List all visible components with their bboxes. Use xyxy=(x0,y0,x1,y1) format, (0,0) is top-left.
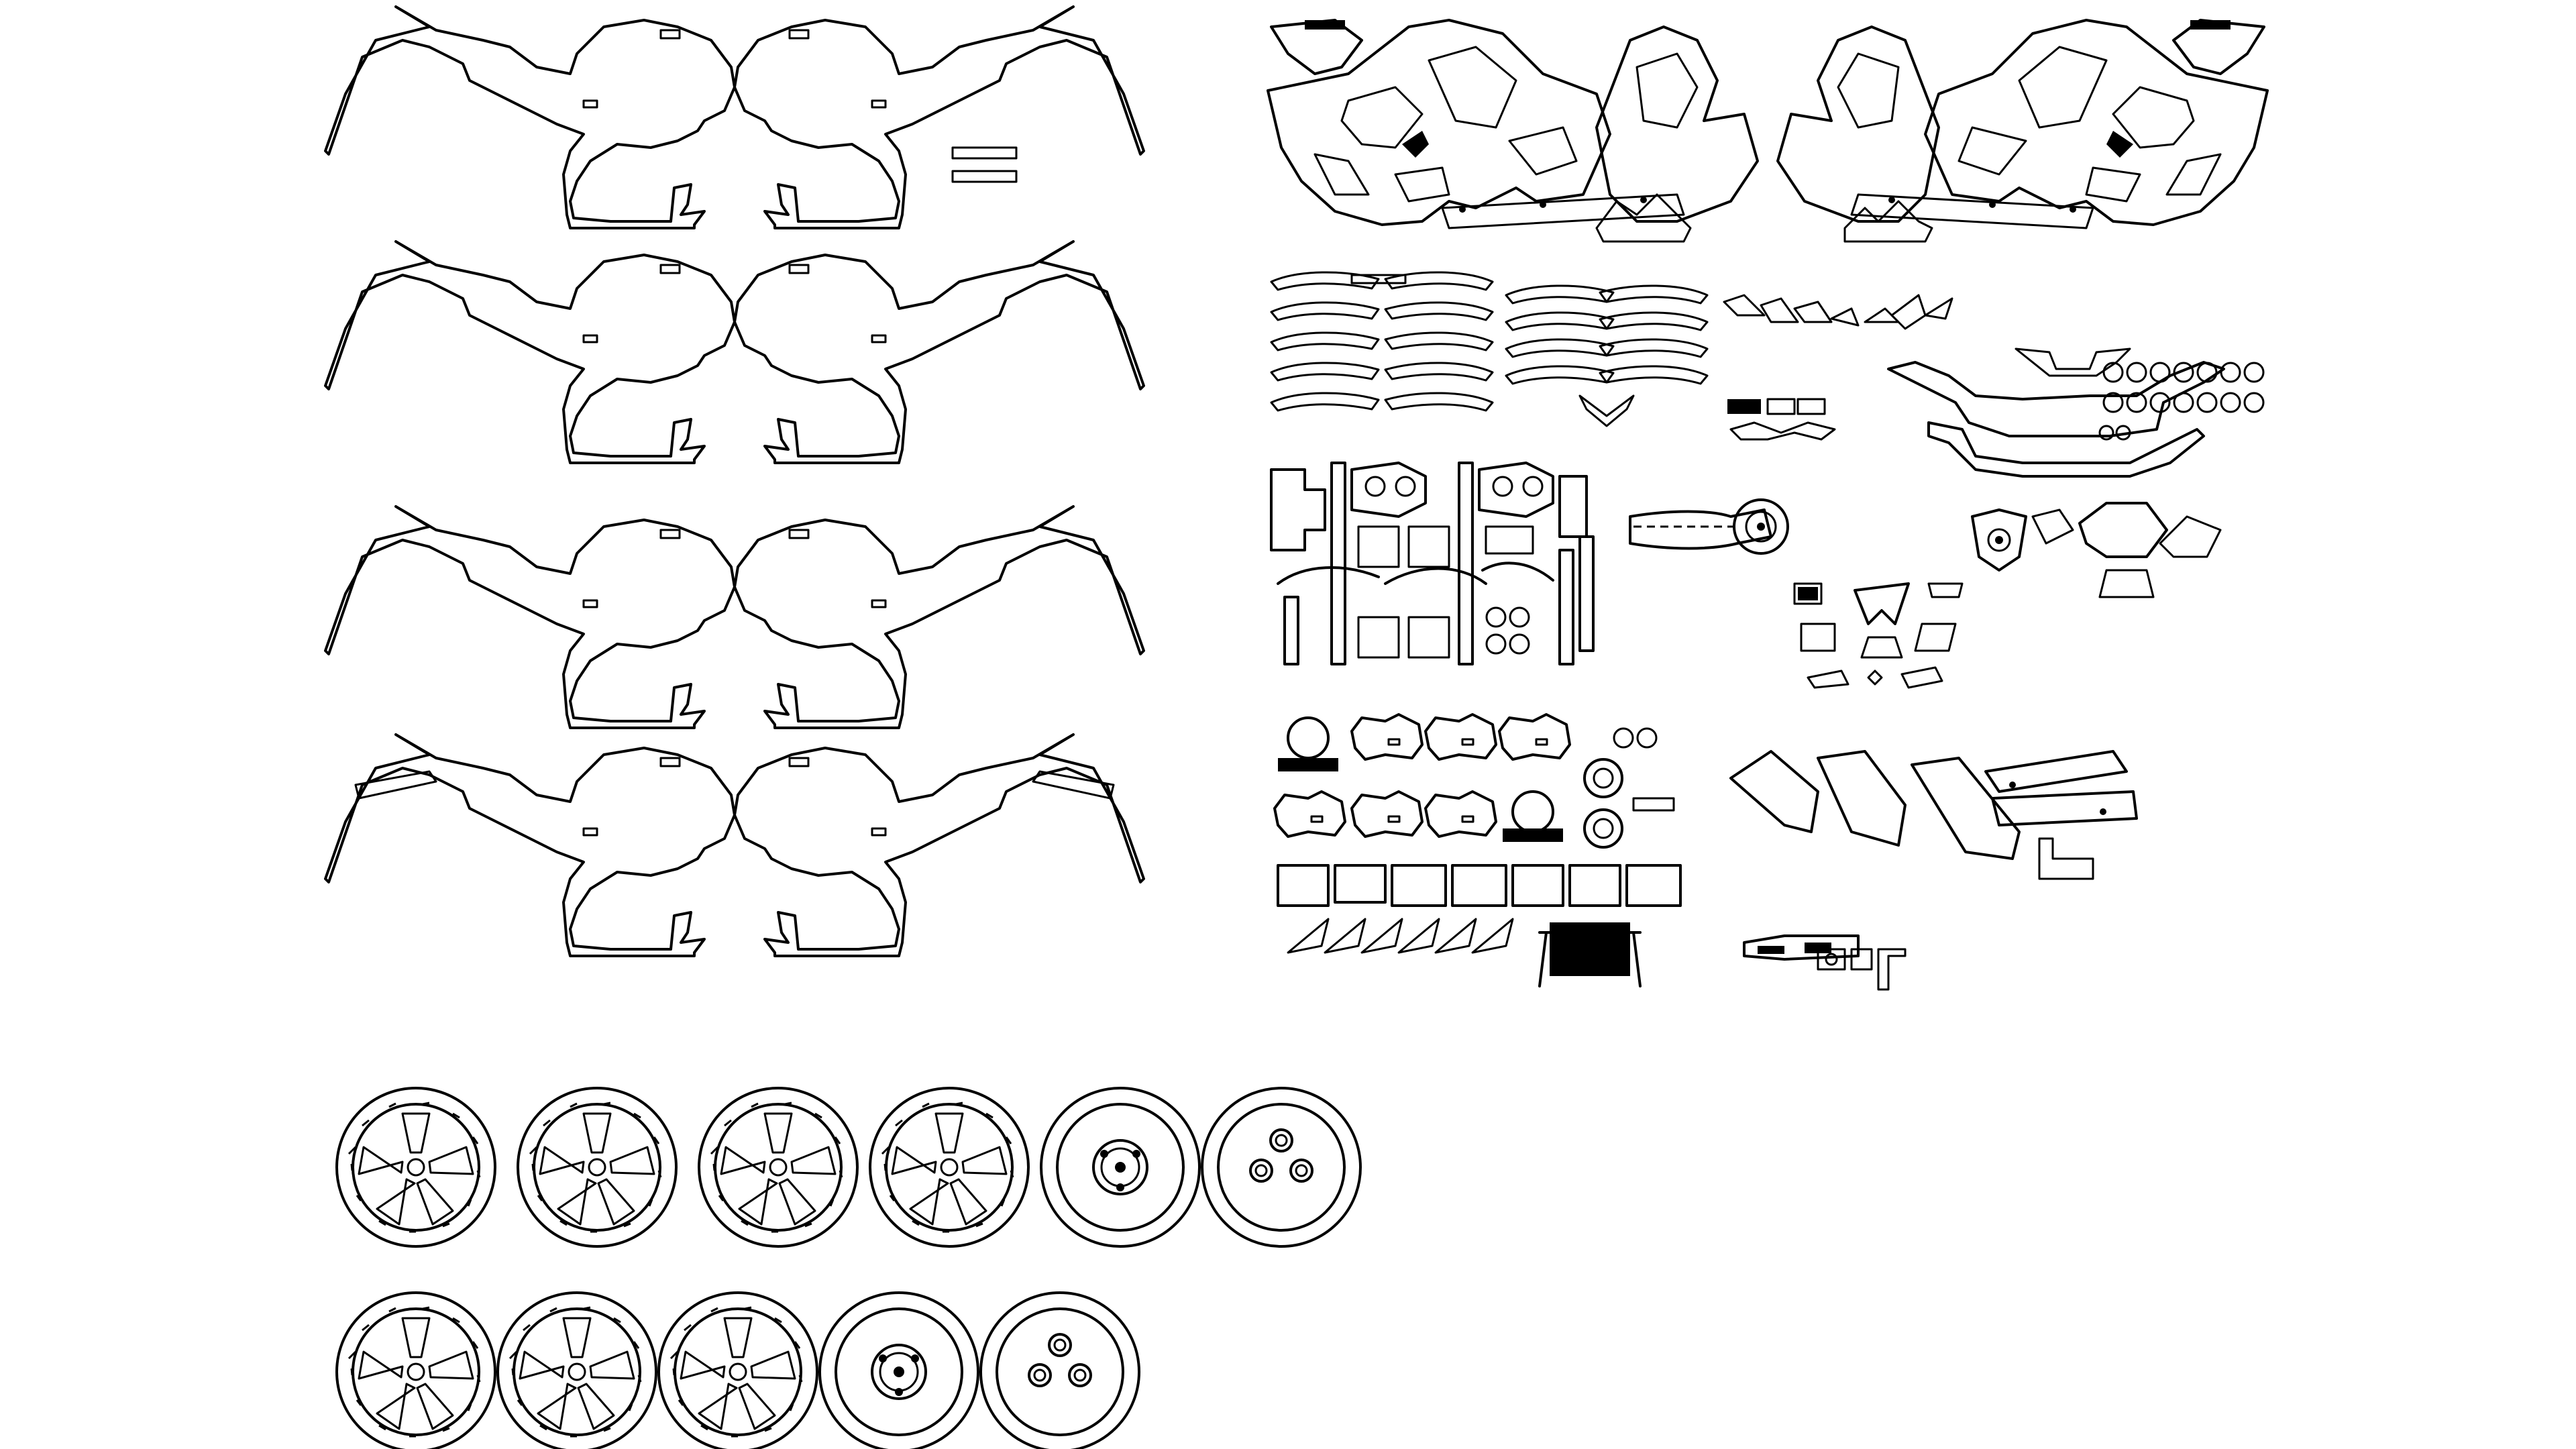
drive-chain xyxy=(1629,498,1789,555)
washer-grid xyxy=(2098,362,2265,441)
disc-wheel xyxy=(1040,1087,1201,1248)
logo-mark xyxy=(2190,20,2231,30)
fairing-left xyxy=(1267,19,1759,243)
small-fins xyxy=(1723,294,1953,330)
footpeg-tab xyxy=(1032,770,1115,800)
frame-row-4 xyxy=(324,733,1145,957)
radiator-tiles xyxy=(1277,864,1682,907)
tail-parts xyxy=(1793,582,1964,689)
frame-half-left xyxy=(324,733,736,957)
rib-set-b xyxy=(1505,284,1709,427)
spoke-wheel xyxy=(335,1087,496,1248)
wheel-row-2 xyxy=(335,1291,1140,1449)
exhaust-parts xyxy=(1729,750,2138,880)
spacer-bar xyxy=(951,146,1018,160)
frame-half-right xyxy=(733,733,1145,957)
spoke-wheel xyxy=(698,1087,859,1248)
engine-parts xyxy=(1270,462,1595,665)
disc-wheel xyxy=(818,1291,979,1449)
frame-row-1 xyxy=(324,5,1145,229)
wheel-row-1 xyxy=(335,1087,1362,1248)
handlebar-parts xyxy=(1727,398,1836,441)
kickstand-parts xyxy=(1743,934,1907,991)
frame-row-3 xyxy=(324,505,1145,729)
spoke-wheel xyxy=(517,1087,678,1248)
rib-set-a xyxy=(1270,271,1494,412)
spoke-wheel xyxy=(869,1087,1030,1248)
spoke-wheel xyxy=(657,1291,818,1449)
logo-mark xyxy=(1305,20,1345,30)
spoke-wheel xyxy=(335,1291,496,1449)
frame-row-2 xyxy=(324,240,1145,464)
footpeg-tab xyxy=(354,770,437,800)
spacer-bar xyxy=(951,170,1018,183)
mirror-bar xyxy=(1887,347,2225,478)
frame-half-left xyxy=(324,240,736,464)
sawtooth-fins xyxy=(1287,918,1642,987)
frame-half-left xyxy=(324,505,736,729)
frame-half-right xyxy=(733,505,1145,729)
spoke-wheel xyxy=(496,1291,657,1449)
hub-wheel xyxy=(1201,1087,1362,1248)
headlight-parts xyxy=(1971,502,2222,598)
hub-wheel xyxy=(979,1291,1140,1449)
frame-half-left xyxy=(324,5,736,229)
frame-half-right xyxy=(733,240,1145,464)
fairing-right xyxy=(1776,19,2269,243)
cylinder-blobs xyxy=(1273,713,1675,849)
frame-half-right xyxy=(733,5,1145,229)
